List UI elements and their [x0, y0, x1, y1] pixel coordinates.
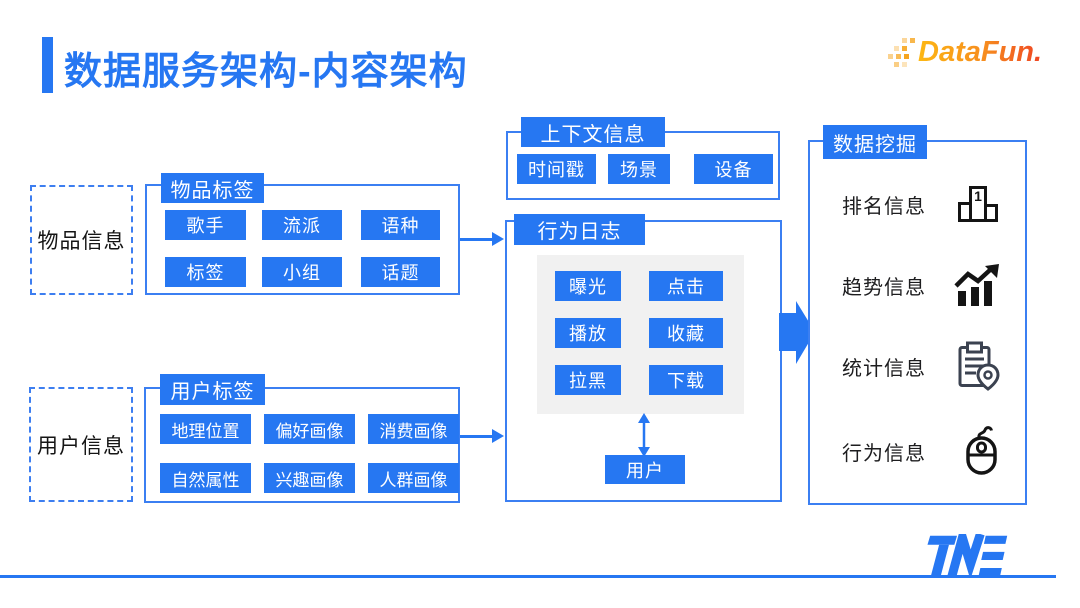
action-download: 下载 — [649, 365, 723, 395]
logo-pixel-icon — [902, 62, 907, 67]
behavior-actions-panel: 曝光 点击 播放 收藏 拉黑 下载 — [537, 255, 744, 414]
behavior-log-box: 行为日志 曝光 点击 播放 收藏 拉黑 下载 用户 — [505, 214, 782, 502]
tag-timestamp: 时间戳 — [517, 154, 596, 184]
user-info-box: 用户信息 — [29, 387, 133, 502]
logo-pixel-icon — [902, 46, 907, 51]
action-favorite: 收藏 — [649, 318, 723, 348]
trend-label: 趋势信息 — [842, 276, 926, 299]
item-info-label: 物品信息 — [37, 230, 126, 253]
datafun-logo: DataFun. — [888, 32, 1064, 78]
context-info-title: 上下文信息 — [521, 117, 665, 147]
tag-language: 语种 — [361, 210, 440, 240]
mining-row-behavior: 行为信息 — [842, 425, 1000, 477]
item-info-box: 物品信息 — [30, 185, 133, 295]
log-to-mining-block-arrow-icon — [779, 301, 815, 364]
behavior-label: 行为信息 — [842, 442, 926, 465]
logo-pixel-icon — [904, 54, 909, 59]
clipboard-location-icon — [958, 341, 1000, 391]
mining-row-statistics: 统计信息 — [842, 340, 1000, 392]
data-mining-title: 数据挖掘 — [823, 125, 927, 159]
item-tags-box: 物品标签 歌手 流派 语种 标签 小组 话题 — [145, 173, 460, 295]
user-to-log-connector — [460, 435, 494, 438]
behavior-log-title: 行为日志 — [514, 214, 645, 245]
tag-scene: 场景 — [608, 154, 670, 184]
user-to-log-arrowhead-icon — [492, 429, 504, 443]
data-mining-box: 数据挖掘 排名信息 1 趋势信息 统计信息 — [808, 125, 1027, 505]
tag-device: 设备 — [694, 154, 773, 184]
datafun-wordmark: DataFun. — [918, 36, 1043, 68]
footer-divider — [0, 575, 1056, 578]
tag-consumption-profile: 消费画像 — [368, 414, 459, 444]
statistics-label: 统计信息 — [842, 357, 926, 380]
user-log-double-arrow-icon — [638, 413, 650, 457]
tag-topic: 话题 — [361, 257, 440, 287]
user-node: 用户 — [605, 455, 685, 484]
item-tags-title: 物品标签 — [161, 173, 264, 203]
action-exposure: 曝光 — [555, 271, 621, 301]
tag-crowd-profile: 人群画像 — [368, 463, 459, 493]
user-tags-title: 用户标签 — [160, 374, 265, 405]
tag-group: 小组 — [262, 257, 342, 287]
user-tags-box: 用户标签 地理位置 偏好画像 消费画像 自然属性 兴趣画像 人群画像 — [144, 374, 460, 503]
tag-natural-attributes: 自然属性 — [160, 463, 251, 493]
tag-genre: 流派 — [262, 210, 342, 240]
podium-icon: 1 — [958, 186, 998, 222]
tag-interest-profile: 兴趣画像 — [264, 463, 355, 493]
tag-singer: 歌手 — [165, 210, 246, 240]
item-to-log-arrowhead-icon — [492, 232, 504, 246]
action-play: 播放 — [555, 318, 621, 348]
ranking-label: 排名信息 — [842, 195, 926, 218]
tme-logo — [927, 534, 1008, 577]
mining-row-ranking: 排名信息 1 — [842, 178, 1000, 230]
logo-pixel-icon — [894, 46, 899, 51]
tag-preference-profile: 偏好画像 — [264, 414, 355, 444]
logo-pixel-icon — [896, 54, 901, 59]
mouse-icon — [966, 426, 997, 475]
action-blacklist: 拉黑 — [555, 365, 621, 395]
podium-rank-number: 1 — [974, 188, 982, 204]
item-to-log-connector — [460, 238, 494, 241]
action-click: 点击 — [649, 271, 723, 301]
context-info-box: 上下文信息 时间戳 场景 设备 — [506, 117, 780, 200]
mining-row-trend: 趋势信息 — [842, 259, 1000, 311]
user-info-label: 用户信息 — [37, 434, 125, 458]
tag-label: 标签 — [165, 257, 246, 287]
logo-pixel-icon — [902, 38, 907, 43]
page-title: 数据服务架构-内容架构 — [64, 51, 468, 93]
logo-pixel-icon — [894, 62, 899, 67]
title-accent-bar — [42, 37, 53, 93]
tag-geolocation: 地理位置 — [160, 414, 251, 444]
logo-pixel-icon — [910, 38, 915, 43]
logo-pixel-icon — [888, 54, 893, 59]
trend-chart-icon — [954, 264, 999, 306]
